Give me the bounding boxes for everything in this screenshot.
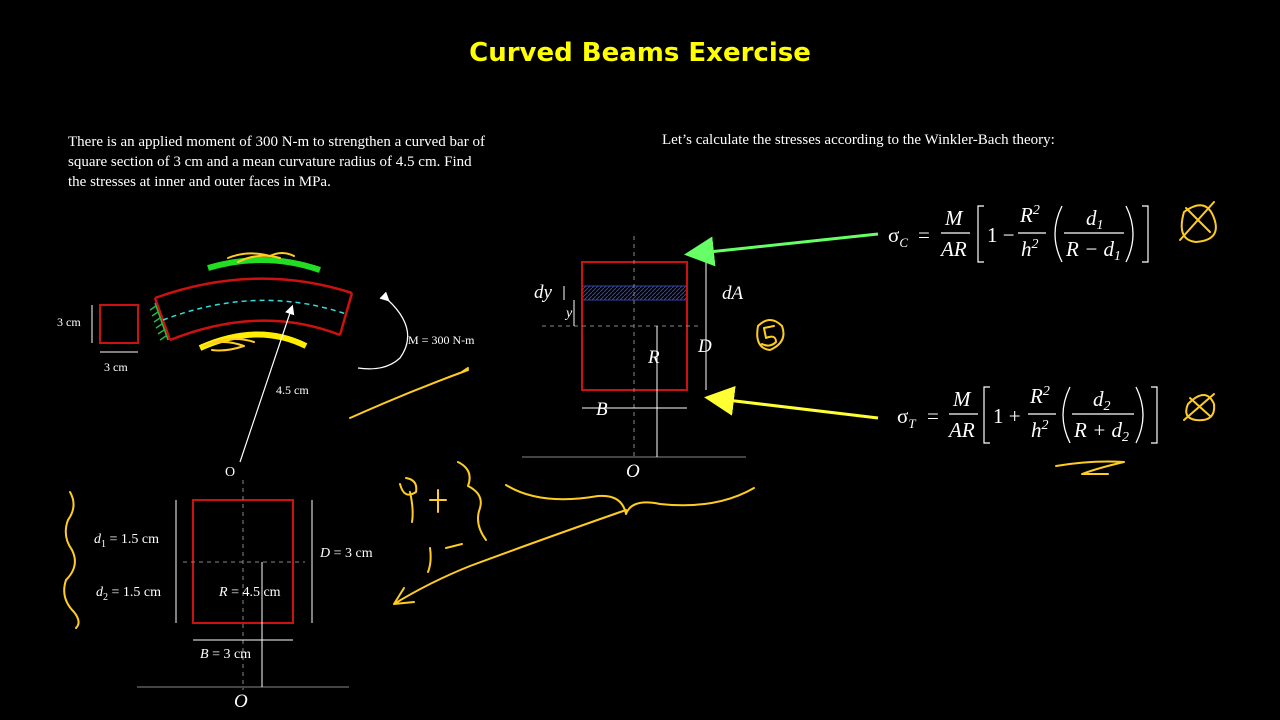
- sigma-t-close-bracket: [1151, 386, 1158, 444]
- beam-sketch: 3 cm 3 cm M = 300 N-m 4.5 cm O: [57, 256, 475, 480]
- bottom-brace: [505, 484, 755, 515]
- sigma-c-AR: AR: [939, 237, 967, 261]
- handwritten-annotations: [63, 201, 1217, 629]
- moment-label: M = 300 N-m: [408, 333, 475, 347]
- curved-beam-outer-edge: [154, 277, 353, 300]
- sigma-t-R2: R2: [1029, 384, 1050, 408]
- sigma-c-close-bracket: [1142, 205, 1149, 263]
- sigma-t-d2: d2: [1093, 387, 1111, 414]
- centroidal-axis: [162, 299, 347, 321]
- slash-stroke: [349, 367, 469, 419]
- dy-label: dy: [534, 282, 553, 303]
- sigma-t: σT: [897, 404, 916, 431]
- theory-intro: Let’s calculate the stresses according t…: [662, 132, 1055, 148]
- element-D-label: D: [697, 336, 712, 357]
- sigma-t-one-plus: 1 +: [993, 404, 1021, 428]
- sigma-t-x-mark: [1183, 393, 1216, 422]
- sigma-c-one-minus: 1 −: [987, 223, 1015, 247]
- element-B-label: B: [596, 399, 608, 420]
- sigma-c-den: R − d1: [1065, 237, 1121, 264]
- green-arrow: [684, 232, 879, 267]
- curved-beam-inner-edge: [169, 319, 341, 342]
- d2-label: d2 = 1.5 cm: [96, 585, 161, 603]
- moment-arrow: [357, 291, 409, 370]
- square-width-label: 3 cm: [104, 360, 128, 374]
- sigma-t-den: R + d2: [1073, 418, 1129, 445]
- radius-line: [239, 304, 295, 463]
- tension-formula: σT = M AR 1 + R2 h2 d2 R + d2: [897, 384, 1158, 445]
- compression-highlight: [207, 256, 321, 273]
- sigma-c-open-paren: [1054, 205, 1063, 263]
- scribble-over-compression: [227, 252, 295, 263]
- sigma-t-close-paren: [1135, 386, 1144, 444]
- left-brace-squiggle: [63, 491, 80, 629]
- section-origin-label: O: [234, 691, 248, 712]
- sigma-c-M: M: [944, 206, 964, 230]
- sigma-t-h2: h2: [1031, 418, 1049, 442]
- D-label: D = 3 cm: [319, 546, 373, 561]
- long-arrow-to-section: [393, 509, 627, 605]
- sigma-c-close-paren: [1125, 205, 1134, 263]
- section-detail: d1 = 1.5 cm d2 = 1.5 cm R = 4.5 cm D = 3…: [94, 480, 373, 712]
- problem-statement: There is an applied moment of 300 N-m to…: [68, 134, 485, 190]
- sigma-c-x-mark: [1179, 201, 1217, 243]
- d1-label: d1 = 1.5 cm: [94, 532, 159, 550]
- circled-five: [756, 319, 785, 351]
- compression-formula: σC = M AR 1 − R2 h2 d1 R − d1: [888, 203, 1149, 264]
- element-origin-label: O: [626, 461, 640, 482]
- radius-label: 4.5 cm: [276, 383, 309, 397]
- yellow-arrow: [704, 385, 879, 420]
- beam-origin-label: O: [225, 465, 235, 480]
- dA-label: dA: [722, 283, 744, 304]
- curved-beam-left-end: [153, 297, 172, 341]
- sigma-c-R2: R2: [1019, 203, 1040, 227]
- plus-minus-note: [399, 461, 487, 573]
- sigma-t-open-paren: [1062, 386, 1071, 444]
- sigma-t-AR: AR: [947, 418, 975, 442]
- sigma-c-d1: d1: [1086, 206, 1104, 233]
- fixed-support-hatch: [149, 302, 169, 341]
- underline-scribble: [1055, 460, 1125, 475]
- square-height-label: 3 cm: [57, 315, 81, 329]
- sigma-c-h2: h2: [1021, 237, 1039, 261]
- sigma-c-open-bracket: [977, 205, 984, 263]
- sigma-c: σC: [888, 223, 908, 250]
- page-title: Curved Beams Exercise: [469, 38, 811, 68]
- B-label: B = 3 cm: [200, 647, 251, 662]
- R-label: R = 4.5 cm: [218, 585, 281, 600]
- cross-section-square: [99, 304, 139, 344]
- y-label: y: [564, 306, 573, 321]
- sigma-c-equals: =: [918, 223, 930, 247]
- curved-beam-right-end: [338, 292, 354, 336]
- sigma-t-open-bracket: [983, 386, 990, 444]
- sigma-t-M: M: [952, 387, 972, 411]
- element-diagram: dy dA y R D B O: [522, 236, 746, 482]
- sigma-t-equals: =: [927, 404, 939, 428]
- element-R-label: R: [647, 347, 660, 368]
- scribble-over-tension: [203, 338, 255, 352]
